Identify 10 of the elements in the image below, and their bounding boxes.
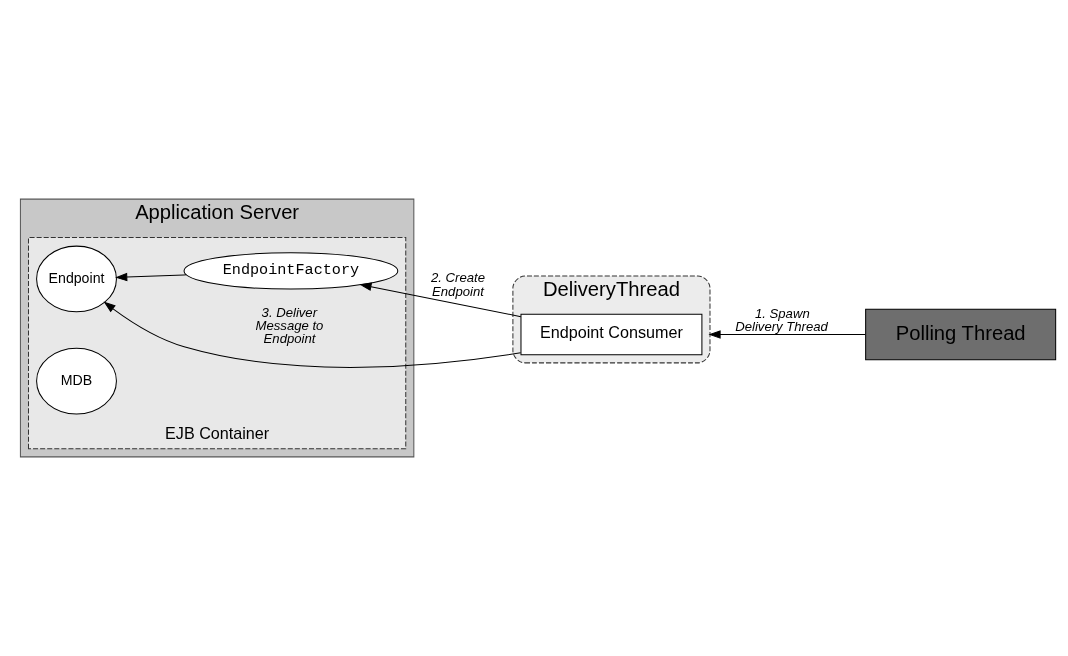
node-box: Polling Thread (865, 308, 1057, 361)
node-ellipse: MDB (36, 347, 117, 415)
node-box: Endpoint Consumer (520, 313, 703, 356)
edge-label: 3. Deliver Message to Endpoint (255, 304, 324, 347)
arrow (115, 272, 187, 282)
arrow (359, 282, 522, 318)
edge-label: 2. Create Endpoint (431, 270, 486, 299)
arrow (708, 330, 866, 339)
arrow (103, 301, 522, 368)
edge-label: 1. Spawn Delivery Thread (735, 305, 828, 334)
